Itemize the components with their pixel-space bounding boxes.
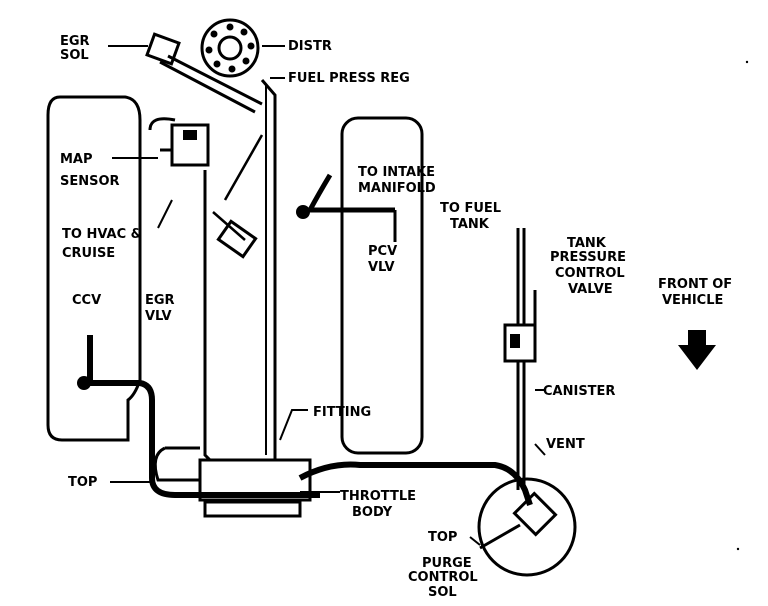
label-egr-sol: EGR SOL — [60, 34, 94, 63]
throttle-body-flange — [203, 500, 302, 518]
label-top-left: TOP — [68, 475, 97, 490]
ccv-hose — [87, 335, 320, 498]
label-throttle-body: THROTTLE BODY — [340, 489, 421, 520]
left-housing-outline — [46, 95, 142, 442]
tank-pressure-control-valve — [503, 290, 537, 363]
label-tank-pressure-control-valve: TANK PRESSURE CONTROL VALVE — [550, 236, 631, 297]
label-egr-vlv: EGR VLV — [145, 293, 179, 324]
charcoal-canister — [477, 477, 577, 577]
fuel-tank-vapor-line — [516, 228, 526, 325]
intake-plenum-outline — [203, 79, 277, 462]
label-to-fuel-tank: TO FUEL TANK — [440, 201, 506, 232]
label-canister: CANISTER — [543, 384, 615, 399]
right-housing-outline — [340, 116, 424, 455]
canister-supply-line — [516, 360, 526, 490]
label-pcv-vlv: PCV VLV — [368, 244, 402, 275]
ccv-fitting — [77, 376, 91, 390]
purge-hose — [298, 461, 533, 506]
label-top-right: TOP — [428, 530, 457, 545]
map-sensor — [148, 117, 210, 167]
label-vent: VENT — [546, 437, 585, 452]
distributor — [200, 18, 260, 78]
label-fitting: FITTING — [313, 405, 371, 420]
egr-valve — [212, 134, 264, 259]
label-purge-control-sol: PURGE CONTROL SOL — [408, 556, 482, 600]
scan-speck — [745, 60, 749, 64]
label-front-of-vehicle: FRONT OF VEHICLE — [658, 277, 737, 308]
label-map-sensor: MAP SENSOR — [60, 152, 120, 189]
label-distr: DISTR — [288, 39, 332, 54]
purge-control-solenoid — [479, 491, 558, 550]
label-to-hvac-cruise: TO HVAC & CRUISE — [62, 227, 147, 261]
label-fuel-press-reg: FUEL PRESS REG — [288, 71, 410, 86]
leader-lines — [108, 45, 546, 546]
label-to-intake-manifold: TO INTAKE MANIFOLD — [358, 165, 440, 196]
front-of-vehicle-arrow — [678, 330, 716, 370]
egr-solenoid — [145, 32, 263, 114]
pcv-valve-end — [296, 205, 310, 219]
scan-speck — [736, 547, 740, 551]
label-ccv: CCV — [72, 293, 101, 308]
throttle-body-lip — [153, 446, 200, 482]
pcv-hose — [305, 173, 395, 213]
